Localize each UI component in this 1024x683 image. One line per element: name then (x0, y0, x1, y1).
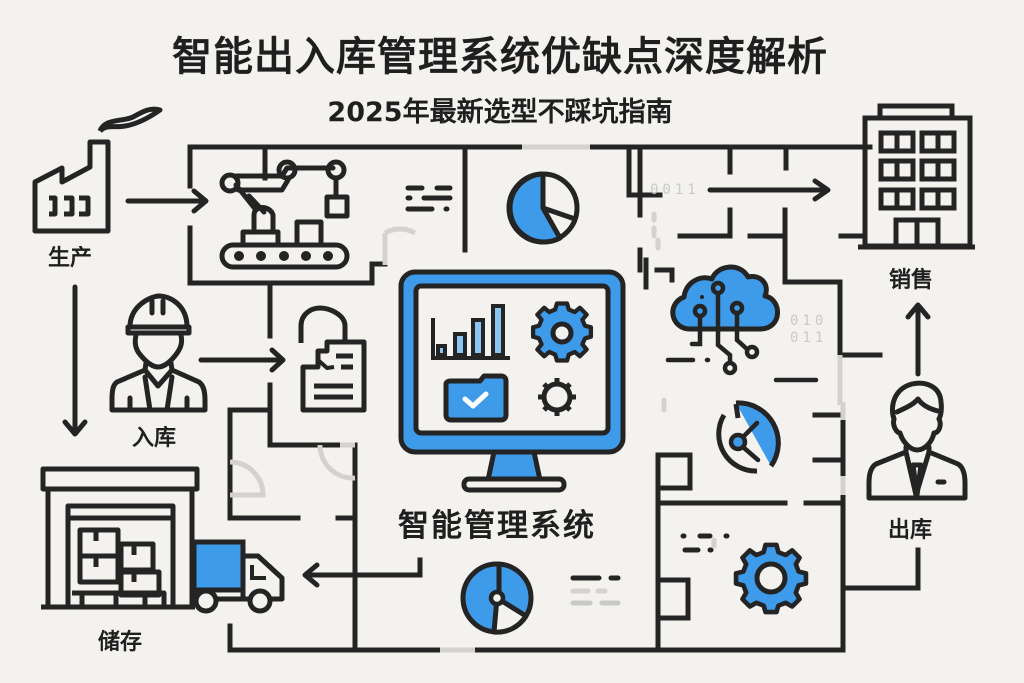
timer-gauge-icon (716, 400, 781, 474)
binary-decor-right-2: 011 (790, 330, 828, 346)
arrow-production-to-storage (62, 284, 88, 437)
faint-marks (651, 211, 717, 549)
businessman-icon (866, 380, 968, 501)
doors (229, 144, 846, 653)
cloud-network-icon (665, 264, 819, 383)
arrow-production-to-robot (125, 188, 209, 214)
arrow-to-sales (707, 178, 831, 202)
label-sales: 销售 (889, 268, 934, 293)
factory-icon (32, 106, 163, 234)
flow-arrows (62, 178, 931, 588)
monitor-dashboard-icon (398, 269, 626, 493)
lock-document-icon (298, 305, 367, 413)
arrow-system-to-storage (302, 557, 423, 588)
binary-decor-right-1: 010 (790, 313, 828, 329)
delivery-truck-icon (191, 539, 285, 614)
label-production: 生产 (48, 246, 93, 271)
arrow-inbound-to-lock (198, 347, 286, 373)
pie-chart-icon-top (506, 171, 580, 245)
text-lines-icon-bottom (570, 575, 621, 606)
maze-walls (187, 144, 921, 653)
office-building-icon (858, 103, 975, 250)
label-center-system: 智能管理系统 (398, 508, 596, 544)
gear-icon (733, 542, 809, 615)
worker-icon (109, 293, 208, 413)
arrow-outbound-to-sales (905, 302, 931, 377)
label-storage: 储存 (98, 630, 143, 655)
page-title: 智能出入库管理系统优缺点深度解析 (172, 34, 828, 80)
text-lines-icon (405, 185, 453, 212)
warehouse-icon (40, 466, 200, 610)
page-subtitle: 2025年最新选型不踩坑指南 (327, 97, 673, 128)
binary-decor-top: 0011 (650, 182, 700, 198)
label-outbound: 出库 (888, 518, 933, 543)
label-inbound: 入库 (132, 426, 177, 451)
robotic-arm-icon (219, 159, 350, 270)
pie-chart-icon-bottom (460, 561, 534, 635)
text-lines-icon-right (680, 533, 730, 553)
